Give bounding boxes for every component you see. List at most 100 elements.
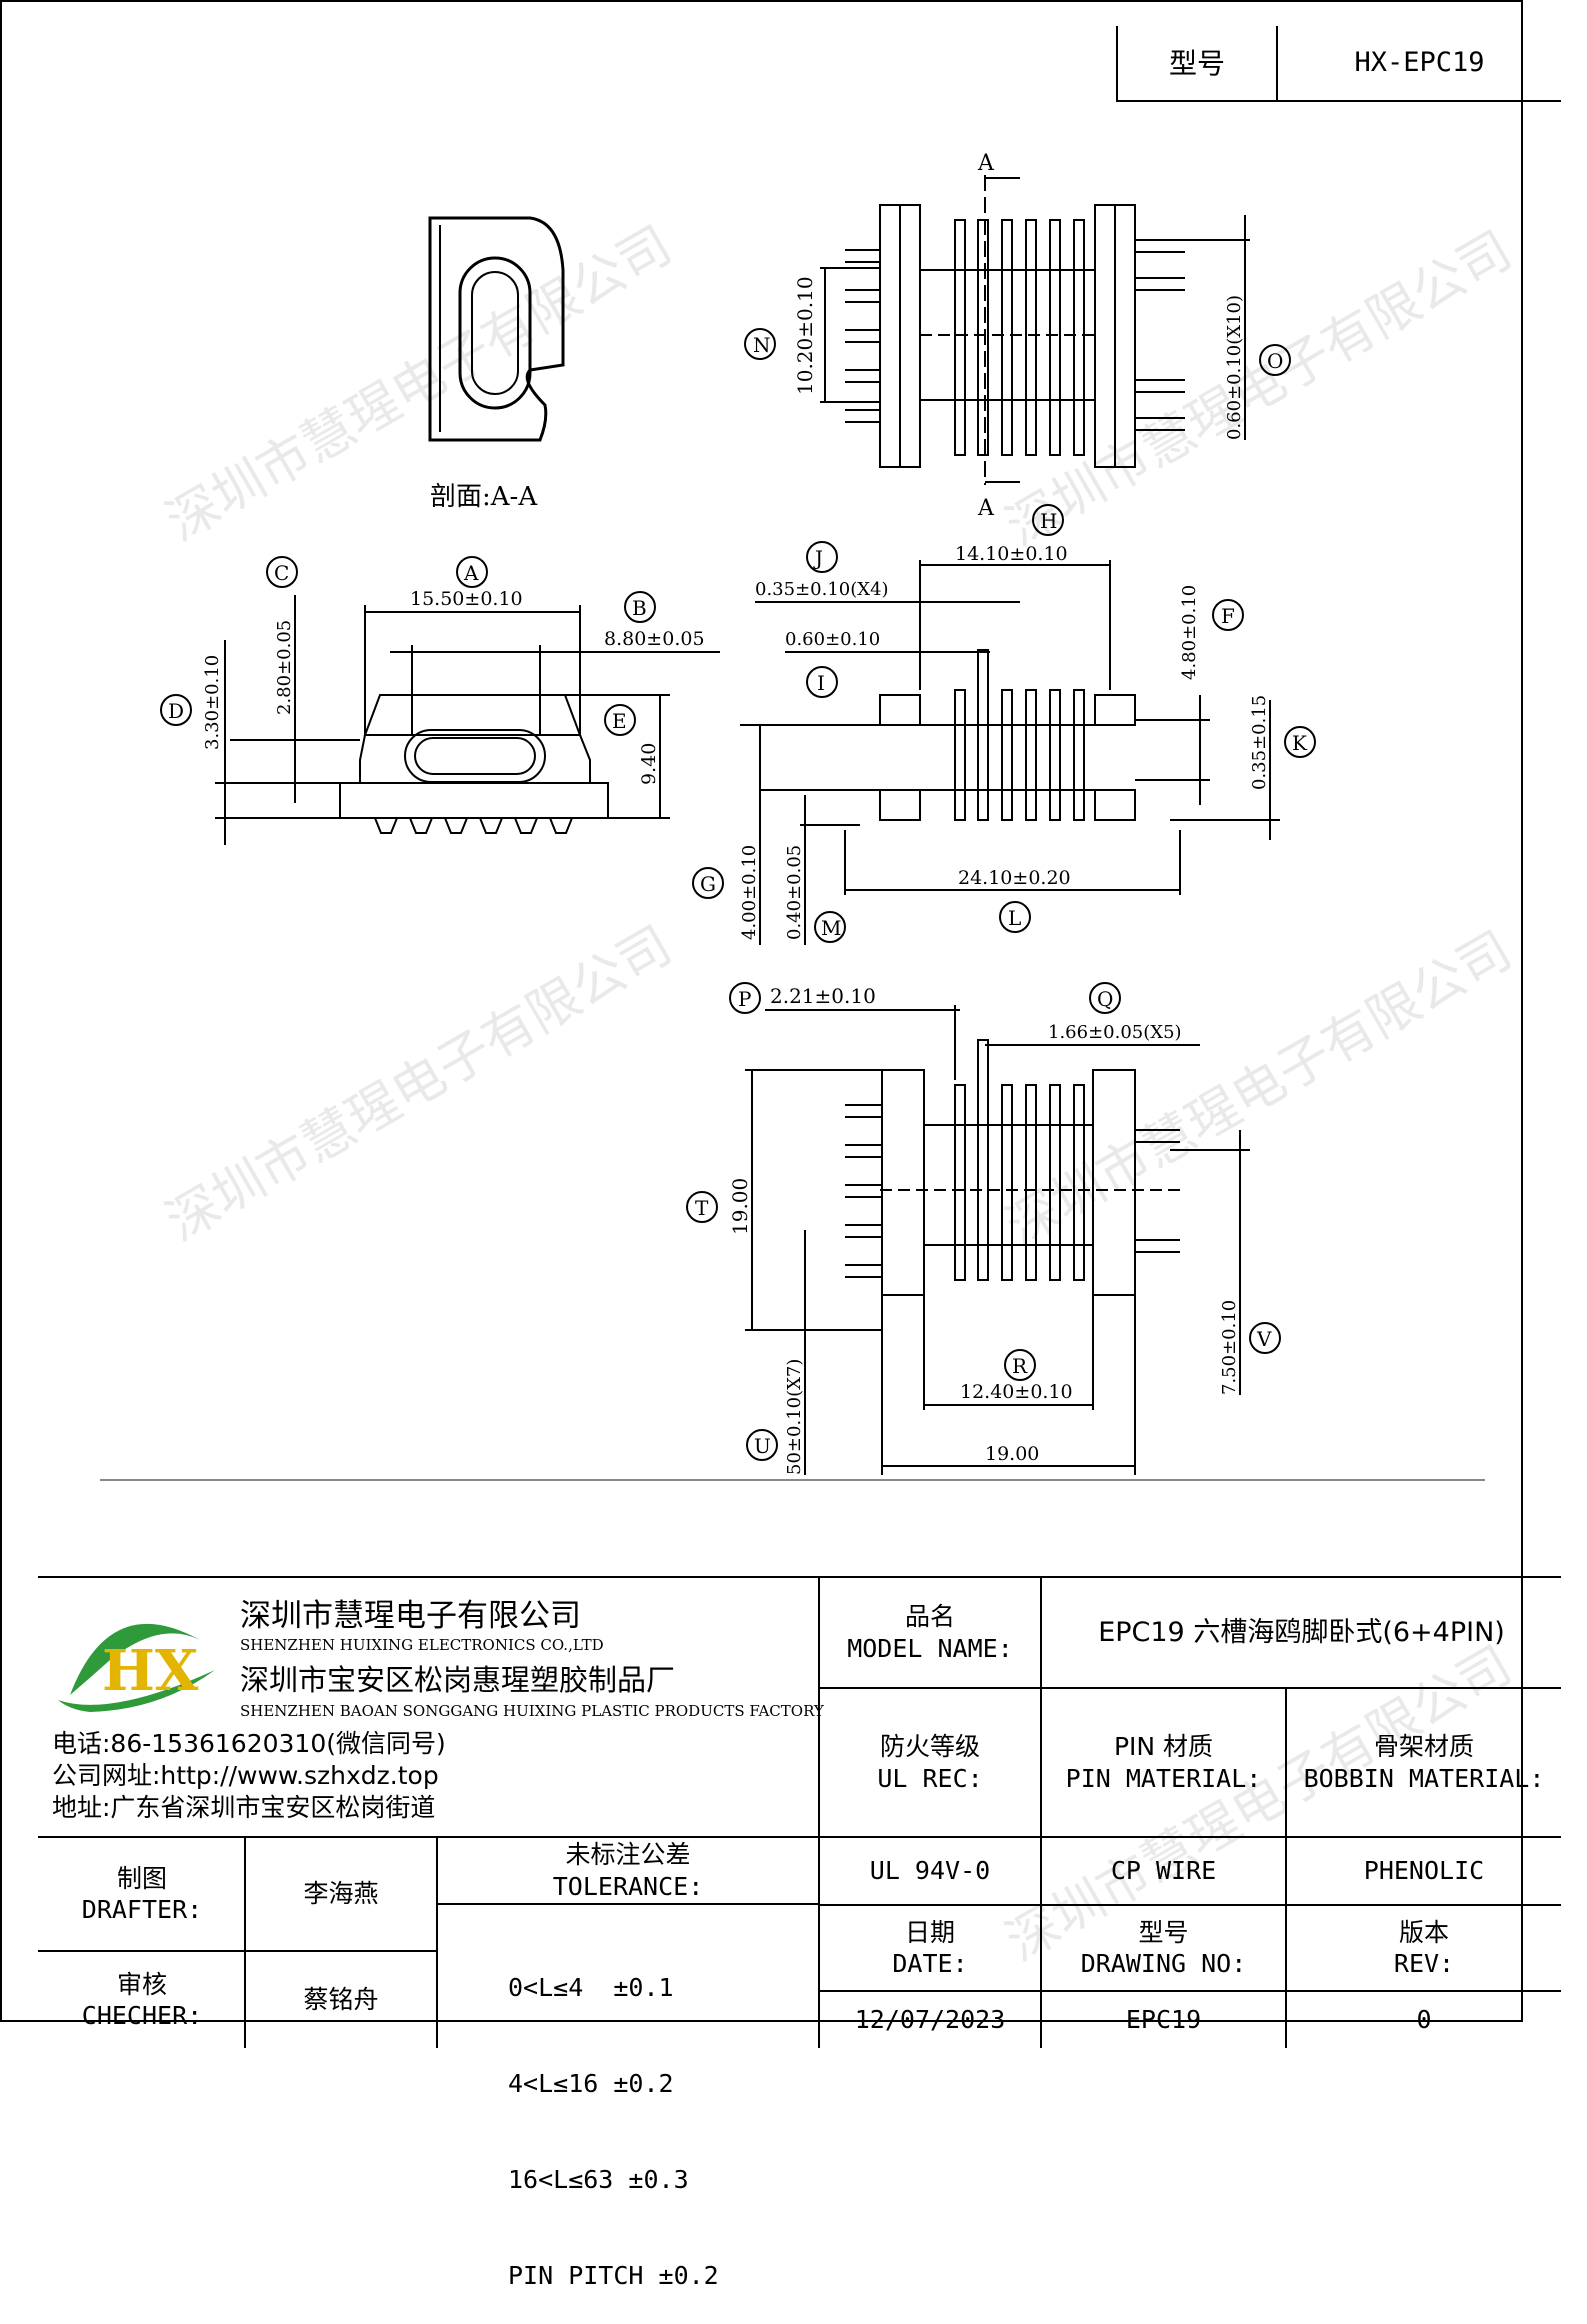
product-name-label-en: MODEL NAME: (847, 1633, 1013, 1663)
label-r: R (1012, 1354, 1028, 1378)
pin-material-label: PIN 材质 PIN MATERIAL: (1042, 1689, 1285, 1836)
rev-label-en: REV: (1393, 1949, 1455, 1978)
date-label: 日期 DATE: (820, 1906, 1040, 1990)
section-mark-bottom: A (977, 496, 995, 521)
bobbin-material-label: 骨架材质 BOBBIN MATERIAL: (1287, 1689, 1561, 1836)
rev-label-cn: 版本 (1398, 1917, 1449, 1947)
section-mark-top: A (977, 151, 995, 176)
label-g: G (700, 872, 716, 896)
dim-n: 10.20±0.10 (793, 276, 817, 395)
dim-i: 0.60±0.10 (785, 629, 880, 650)
drafter-value: 李海燕 (303, 1879, 379, 1909)
drafter-label: 制图 DRAFTER: (40, 1838, 244, 1950)
bobbin-material-label-en: BOBBIN MATERIAL: (1303, 1763, 1545, 1793)
label-q: Q (1097, 987, 1113, 1011)
product-name-label-cn: 品名 (904, 1602, 955, 1632)
label-k: K (1292, 731, 1308, 755)
company-phone: 电话:86-15361620310(微信同号) (52, 1729, 446, 1758)
company-name-en: SHENZHEN HUIXING ELECTRONICS CO.,LTD (240, 1636, 604, 1654)
dim-overall-width: 19.00 (985, 1443, 1039, 1465)
drafter-label-cn: 制图 (116, 1863, 167, 1893)
dim-j: 0.35±0.10(X4) (755, 579, 889, 600)
label-n: N (753, 333, 771, 357)
dim-t: 19.00 (728, 1178, 752, 1235)
bottom-view: 2.21±0.10 P 1.66±0.05(X5) Q 19.00 T 50±0… (686, 982, 1281, 1475)
drawing-no-label-en: DRAWING NO: (1080, 1949, 1247, 1978)
date-value: 12/07/2023 (854, 2005, 1006, 2035)
header-model-label: 型号 (1118, 26, 1278, 100)
tolerance-row: 0<L≤4 ±0.1 (508, 1973, 674, 2002)
fire-rating-label: 防火等级 UL REC: (820, 1689, 1040, 1836)
dim-m: 0.40±0.05 (784, 845, 805, 940)
rev-value: 0 (1416, 2005, 1432, 2035)
label-b: B (632, 596, 647, 620)
dim-e: 9.40 (638, 743, 660, 785)
tolerance-label-cn: 未标注公差 (565, 1840, 691, 1870)
checker-label-en: CHECHER: (81, 2001, 203, 2030)
front-view: 14.10±0.10 H 0.35±0.10(X4) J 0.60±0.10 I… (692, 504, 1316, 945)
drafter-label-en: DRAFTER: (81, 1895, 203, 1924)
dim-p: 2.21±0.10 (770, 984, 876, 1008)
checker-value: 蔡铭舟 (303, 1985, 379, 2015)
drawing-frame (0, 0, 1523, 2022)
product-name-label: 品名 MODEL NAME: (820, 1578, 1040, 1687)
label-d: D (168, 699, 184, 723)
label-f: F (1221, 604, 1235, 628)
pin-material-label-en: PIN MATERIAL: (1065, 1763, 1262, 1793)
company-address: 地址:广东省深圳市宝安区松岗街道 (52, 1793, 436, 1822)
label-v: V (1256, 1327, 1272, 1351)
tolerance-row: 4<L≤16 ±0.2 (508, 2069, 674, 2098)
pin-material-value: CP WIRE (1110, 1856, 1217, 1886)
dim-d: 3.30±0.10 (202, 655, 223, 750)
date-label-cn: 日期 (904, 1917, 955, 1947)
label-o: O (1267, 349, 1283, 373)
product-name-value: EPC19 六槽海鸥脚卧式(6+4PIN) (1098, 1616, 1505, 1648)
pin-material-label-cn: PIN 材质 (1113, 1732, 1214, 1762)
company-website: 公司网址:http://www.szhxdz.top (52, 1761, 439, 1790)
technical-drawing: 剖面:A-A A A (100, 151, 1485, 1481)
dim-v: 7.50±0.10 (1219, 1300, 1240, 1395)
logo-letters: HX (102, 1638, 199, 1704)
dim-b: 8.80±0.05 (604, 628, 705, 650)
drawing-no-label: 型号 DRAWING NO: (1042, 1906, 1285, 1990)
header-model-box: 型号 HX-EPC19 (1116, 26, 1561, 102)
side-view: 15.50±0.10 A 8.80±0.05 B 2.80±0.05 C 3.3… (160, 556, 720, 845)
fire-rating-label-cn: 防火等级 (879, 1732, 980, 1762)
dim-o: 0.60±0.10(X10) (1224, 295, 1245, 440)
section-view: 剖面:A-A (428, 216, 565, 512)
top-view: A A 10.20±0.10 N 0.60±0.10(X10) O (744, 151, 1291, 521)
label-j: J (813, 546, 823, 570)
company-name-cn: 深圳市慧瑆电子有限公司 (240, 1598, 581, 1634)
drawing-no-value: EPC19 (1125, 2005, 1202, 2035)
dim-r: 12.40±0.10 (960, 1381, 1073, 1403)
dim-l: 24.10±0.20 (958, 867, 1071, 889)
company-logo: HX (50, 1600, 222, 1720)
tolerance-label: 未标注公差 TOLERANCE: (438, 1838, 818, 1903)
label-a: A (463, 561, 479, 585)
tolerance-label-en: TOLERANCE: (552, 1871, 704, 1901)
drawing-no-label-cn: 型号 (1138, 1917, 1189, 1947)
date-label-en: DATE: (892, 1949, 968, 1978)
checker-label: 审核 CHECHER: (40, 1952, 244, 2048)
dim-q: 1.66±0.05(X5) (1048, 1022, 1182, 1043)
factory-name-en: SHENZHEN BAOAN SONGGANG HUIXING PLASTIC … (240, 1702, 824, 1720)
fire-rating-label-en: UL REC: (877, 1763, 983, 1793)
dim-g: 4.00±0.10 (739, 845, 760, 940)
dim-f: 4.80±0.10 (1179, 585, 1200, 680)
factory-name-cn: 深圳市宝安区松岗惠瑆塑胶制品厂 (240, 1663, 676, 1697)
bobbin-material-value: PHENOLIC (1363, 1856, 1485, 1886)
label-h: H (1040, 509, 1057, 533)
section-label: 剖面:A-A (430, 482, 538, 512)
label-i: I (817, 671, 825, 695)
label-l: L (1008, 906, 1021, 930)
label-t: T (695, 1196, 709, 1220)
dim-c: 2.80±0.05 (274, 620, 295, 715)
fire-rating-value: UL 94V-0 (869, 1856, 991, 1886)
tolerance-row: PIN PITCH ±0.2 (508, 2261, 719, 2290)
tolerance-row: 16<L≤63 ±0.3 (508, 2165, 689, 2194)
dim-h: 14.10±0.10 (955, 543, 1068, 565)
label-c: C (274, 561, 289, 585)
checker-label-cn: 审核 (116, 1969, 167, 1999)
bobbin-material-label-cn: 骨架材质 (1373, 1732, 1474, 1762)
dim-u: 50±0.10(X7) (784, 1359, 805, 1475)
